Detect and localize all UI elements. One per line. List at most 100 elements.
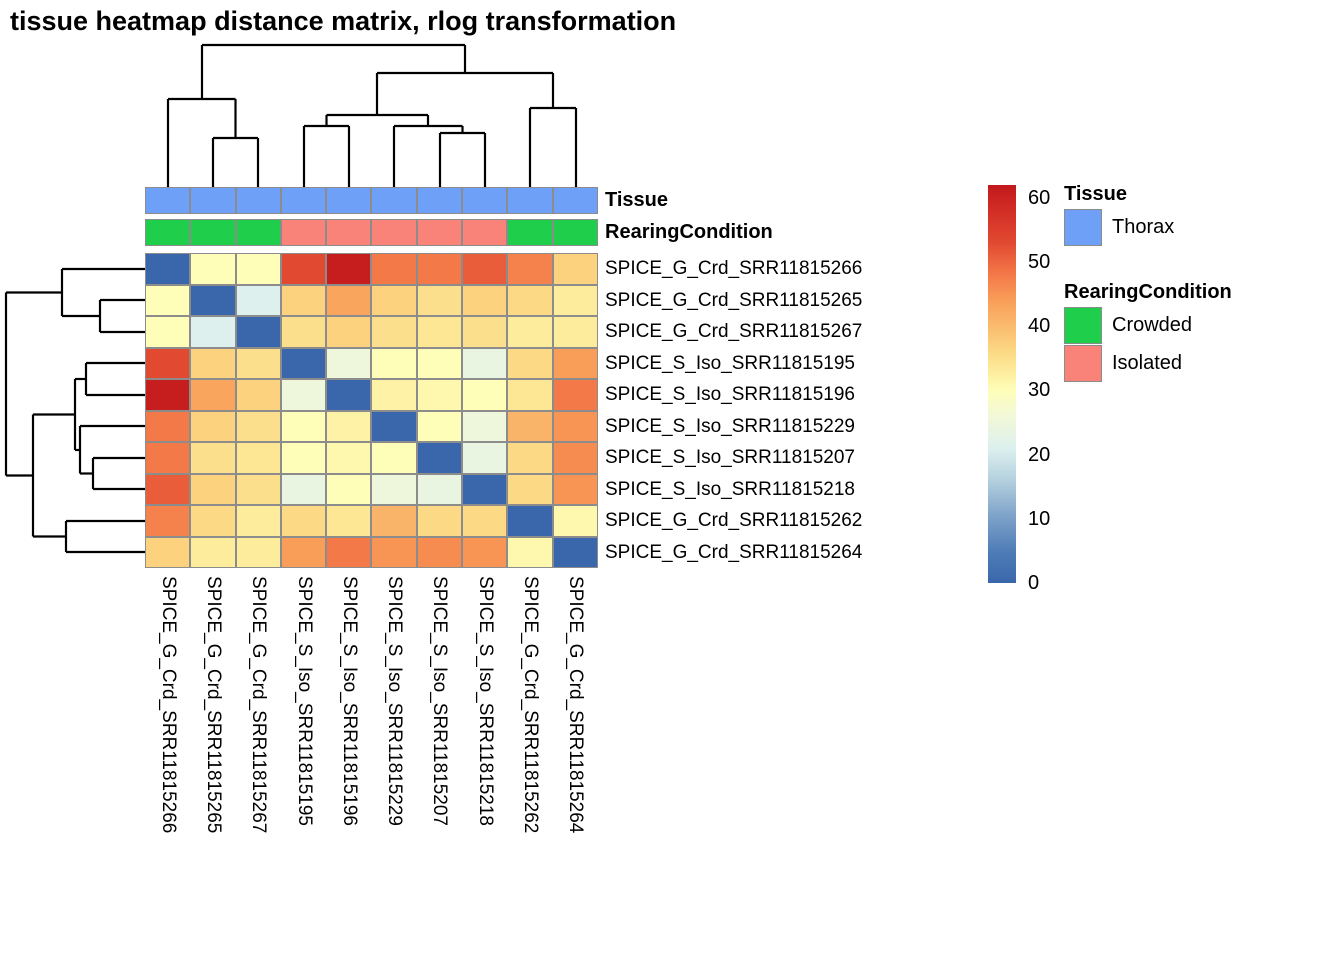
heatmap-cell: [507, 442, 553, 474]
heatmap-cell: [416, 316, 463, 348]
heatmap-cell: [326, 316, 372, 348]
legend-rearing-title: RearingCondition: [1064, 281, 1232, 303]
heatmap-cell: [371, 505, 417, 537]
rearing-annotation-cell: [326, 219, 372, 246]
heatmap-cell: [190, 347, 236, 379]
tissue-annotation-cell: [371, 187, 417, 214]
tissue-annotation-cell: [416, 187, 463, 214]
heatmap-cell: [280, 505, 327, 537]
column-dendrogram: [166, 43, 578, 187]
legend-item: Thorax: [1064, 209, 1174, 246]
row-label: SPICE_S_Iso_SRR11815218: [605, 478, 855, 500]
heatmap-cell: [507, 347, 553, 379]
heatmap-cell: [190, 316, 236, 348]
heatmap-cell: [416, 284, 463, 316]
heatmap-cell: [190, 505, 236, 537]
heatmap-cell: [235, 473, 281, 505]
row-label: SPICE_G_Crd_SRR11815266: [605, 258, 863, 279]
heatmap-grid: [145, 253, 598, 568]
heatmap-cell: [416, 347, 463, 379]
heatmap-cell: [371, 410, 417, 442]
rearing-annotation-cell: [507, 219, 553, 246]
heatmap-cell: [552, 410, 598, 442]
heatmap-cell: [552, 536, 598, 568]
column-label: SPICE_S_Iso_SRR11815196: [338, 576, 360, 826]
row-label: SPICE_S_Iso_SRR11815207: [605, 447, 855, 468]
heatmap-cell: [507, 316, 553, 348]
heatmap-cell: [416, 536, 463, 568]
heatmap-cell: [145, 316, 191, 348]
heatmap-cell: [552, 316, 598, 348]
heatmap-cell: [145, 442, 191, 474]
heatmap-cell: [462, 505, 508, 537]
heatmap-cell: [552, 442, 598, 474]
heatmap-cell: [235, 284, 281, 316]
row-label: SPICE_G_Crd_SRR11815262: [605, 510, 863, 531]
heatmap-cell: [145, 410, 191, 442]
heatmap-cell: [326, 410, 372, 442]
column-label: SPICE_G_Crd_SRR11815265: [202, 576, 224, 834]
heatmap-cell: [145, 536, 191, 568]
legend-item-label: Crowded: [1112, 314, 1193, 336]
tissue-bar-label: Tissue: [605, 189, 668, 211]
heatmap-cell: [416, 410, 463, 442]
heatmap-cell: [462, 379, 508, 411]
legend-item-label: Isolated: [1112, 352, 1183, 374]
heatmap-cell: [507, 379, 553, 411]
tissue-annotation-cell: [507, 187, 553, 214]
column-label: SPICE_G_Crd_SRR11815266: [157, 576, 179, 834]
heatmap-cell: [416, 253, 463, 285]
heatmap-cell: [371, 316, 417, 348]
heatmap-cell: [190, 410, 236, 442]
colorbar-tick-label: 0: [1028, 572, 1040, 594]
heatmap-cell: [552, 379, 598, 411]
tissue-annotation-cell: [326, 187, 372, 214]
heatmap-cell: [416, 379, 463, 411]
heatmap-cell: [326, 473, 372, 505]
heatmap-cell: [235, 410, 281, 442]
tissue-annotation-cell: [552, 187, 598, 214]
rearing-bar-label: RearingCondition: [605, 221, 773, 243]
heatmap-cell: [371, 473, 417, 505]
heatmap-cell: [145, 284, 191, 316]
heatmap-cell: [235, 379, 281, 411]
heatmap-cell: [235, 536, 281, 568]
tissue-annotation-cell: [235, 187, 281, 214]
heatmap-cell: [462, 536, 508, 568]
heatmap-cell: [280, 253, 327, 285]
heatmap-cell: [507, 410, 553, 442]
heatmap-cell: [462, 316, 508, 348]
heatmap-cell: [145, 473, 191, 505]
rearing-annotation-bar: [145, 219, 598, 246]
row-dendrogram: [4, 267, 145, 554]
colorbar-tick-label: 10: [1028, 507, 1051, 530]
heatmap-cell: [371, 347, 417, 379]
rearing-annotation-cell: [416, 219, 463, 246]
heatmap-cell: [507, 284, 553, 316]
figure-title: tissue heatmap distance matrix, rlog tra…: [10, 6, 677, 36]
heatmap-cell: [552, 473, 598, 505]
tissue-annotation-cell: [190, 187, 236, 214]
heatmap-cell: [371, 379, 417, 411]
heatmap-cell: [416, 473, 463, 505]
column-label: SPICE_S_Iso_SRR11815218: [474, 576, 496, 826]
heatmap-cell: [552, 347, 598, 379]
heatmap-cell: [371, 442, 417, 474]
legend-crowded-swatch: [1064, 307, 1102, 344]
column-label: SPICE_G_Crd_SRR11815264: [565, 576, 587, 834]
heatmap-cell: [371, 253, 417, 285]
heatmap-cell: [326, 284, 372, 316]
heatmap-cell: [280, 284, 327, 316]
heatmap-cell: [235, 442, 281, 474]
heatmap-cell: [280, 316, 327, 348]
heatmap-cell: [145, 379, 191, 411]
rearing-annotation-cell: [371, 219, 417, 246]
heatmap-cell: [280, 347, 327, 379]
tissue-annotation-cell: [280, 187, 327, 214]
heatmap-cell: [145, 347, 191, 379]
column-label: SPICE_S_Iso_SRR11815229: [384, 576, 406, 826]
heatmap-cell: [190, 379, 236, 411]
